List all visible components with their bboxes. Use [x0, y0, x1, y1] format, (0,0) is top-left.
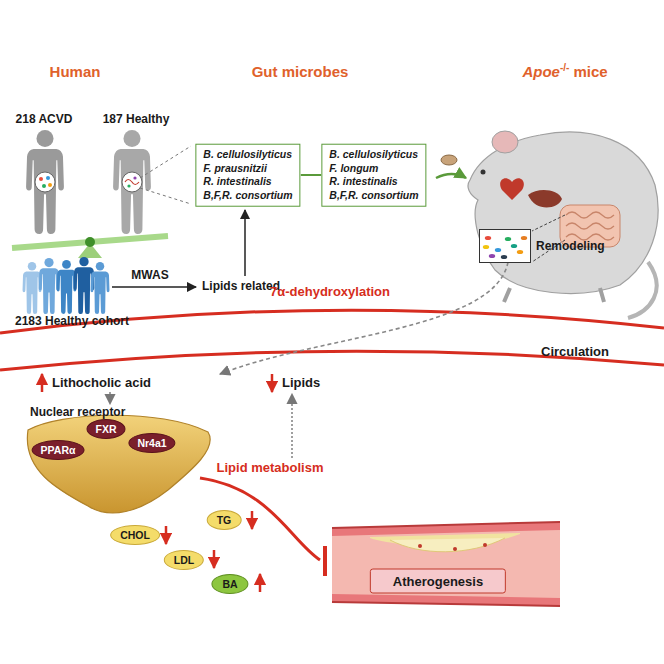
mwas-arrow [112, 286, 196, 288]
healthy-gut [122, 172, 142, 192]
selection-arrow [244, 210, 246, 276]
node-text: R. intestinalis [203, 175, 292, 189]
genotype-superscript: -/- [560, 62, 569, 73]
lipid-oval: CHOL [110, 525, 160, 545]
link-line [301, 174, 322, 176]
node-text: Nr4a1 [137, 437, 166, 449]
liver-organ [27, 415, 210, 513]
node-text: Remodeling [536, 239, 605, 253]
receptor-oval: FXR [87, 419, 126, 439]
healthy-figure [113, 130, 151, 234]
dysbiotic-gut [35, 172, 55, 192]
signal-arrow [291, 394, 293, 458]
metabolite-label: Lithocholic acid [52, 376, 151, 391]
increase-arrow [41, 374, 44, 392]
receptor-heading: Nuclear receptor [30, 406, 125, 420]
node-text: F. prausnitzii [203, 161, 292, 175]
compartment-label: Circulation [541, 345, 609, 360]
seesaw-pin [85, 237, 95, 247]
node-text: TG [217, 514, 232, 526]
food-pellet [441, 155, 457, 165]
section-heading: Gut microbes [252, 63, 349, 80]
bile-acid-oval: BA [211, 574, 248, 594]
inhibition-line [200, 478, 320, 560]
lipid-oval: TG [207, 510, 242, 530]
group-label: 187 Healthy [103, 113, 170, 127]
vessel-wall [0, 310, 664, 333]
inhibition-bar [323, 546, 327, 576]
node-text: B. cellulosilyticus [329, 148, 418, 162]
node-text: B,F,R. consortium [329, 189, 418, 203]
section-heading: Apoe [522, 64, 560, 81]
decrease-arrow [213, 550, 216, 568]
receptor-oval: PPARα [32, 440, 85, 460]
patient-figure [26, 130, 64, 234]
receptor-oval: Nr4a1 [128, 433, 175, 453]
seesaw-plank [12, 236, 168, 248]
node-text: FXR [96, 423, 117, 435]
zoom-line [140, 146, 191, 178]
decrease-arrow [271, 374, 274, 392]
signal-arrow [109, 392, 111, 404]
node-text: PPARα [41, 444, 76, 456]
node-text: B,F,R. consortium [203, 189, 292, 203]
node-text: LDL [174, 554, 194, 566]
method-label: MWAS [131, 269, 168, 283]
zoom-line [532, 215, 565, 231]
process-label: 7α-dehydroxylation [270, 285, 390, 300]
increase-arrow [259, 574, 262, 592]
microbiota-box: Remodeling [479, 229, 531, 263]
node-text: R. intestinalis [329, 175, 418, 189]
cohort-figures [23, 257, 110, 314]
node-text: Atherogenesis [393, 574, 483, 589]
mouse-illustration [468, 131, 658, 318]
bacteria-dots [480, 230, 529, 261]
heading-group: Apoe-/- mice [522, 62, 607, 81]
lipid-oval: LDL [164, 550, 204, 570]
node-text: B. cellulosilyticus [203, 148, 292, 162]
group-label: 218 ACVD [16, 113, 73, 127]
taxa-box: B. cellulosilyticusF. longumR. intestina… [321, 144, 426, 207]
decrease-arrow [251, 511, 254, 529]
taxa-box: B. cellulosilyticusF. prausnitziiR. inte… [195, 144, 300, 207]
result-label: Lipids related [202, 280, 280, 294]
node-text: BA [222, 578, 237, 590]
cohort-label: 2183 Healthy cohort [15, 315, 129, 329]
process-label: Lipid metabolism [217, 461, 324, 476]
gavage-arrow [436, 174, 466, 178]
node-text: CHOL [120, 529, 150, 541]
section-heading: mice [573, 64, 607, 81]
metabolite-flow [220, 262, 508, 374]
outcome-box: Atherogenesis [370, 569, 506, 594]
metabolite-label: Lipids [282, 376, 320, 391]
zoom-line [140, 188, 191, 204]
node-text: F. longum [329, 161, 418, 175]
artery-illustration [332, 522, 560, 606]
section-heading: Human [50, 63, 101, 80]
decrease-arrow [165, 526, 168, 544]
